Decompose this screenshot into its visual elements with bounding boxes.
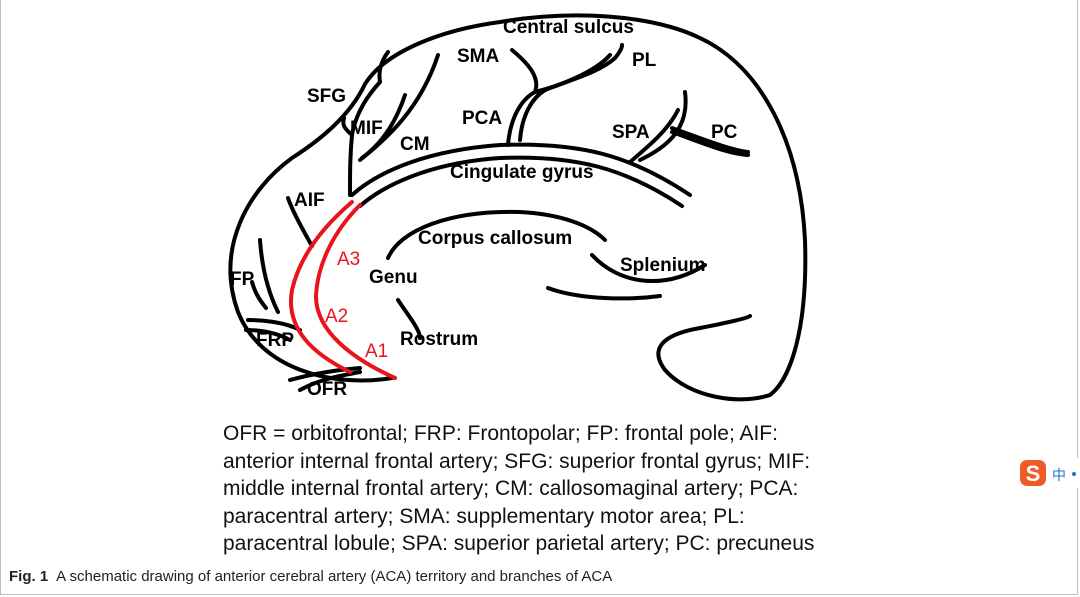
aif-branch (286, 196, 314, 248)
pca-branch (506, 90, 537, 147)
label-pca: PCA (462, 108, 502, 129)
caption-number: Fig. 1 (9, 568, 49, 585)
ime-logo-icon[interactable] (1020, 460, 1046, 486)
ime-toolbar[interactable]: S 中 (1018, 458, 1080, 488)
label-pl: PL (632, 50, 657, 71)
label-frp: FRP (256, 330, 294, 351)
label-spa: SPA (612, 122, 650, 143)
legend-line: middle internal frontal artery; CM: call… (223, 477, 799, 500)
legend-line: anterior internal frontal artery; SFG: s… (223, 449, 811, 473)
label-fp: FP (230, 269, 255, 290)
label-cm: CM (400, 134, 430, 155)
label-a1: A1 (365, 341, 388, 362)
genu-lower (396, 298, 422, 340)
splenium-tail (546, 286, 662, 301)
temporal-line (656, 314, 752, 372)
label-a2: A2 (325, 306, 348, 327)
label-splenium: Splenium (620, 255, 706, 276)
caption-text: A schematic drawing of anterior cerebral… (56, 568, 613, 585)
aca-red-inner (313, 203, 397, 380)
ime-logo-letter: S (1026, 461, 1041, 486)
label-ofr: OFR (307, 379, 347, 400)
corpus-callosum-upper (386, 209, 607, 260)
figure-legend: OFR = orbitofrontal; FRP: Frontopolar; F… (223, 420, 883, 558)
splenium-curve (590, 253, 707, 283)
label-corpus-callosum: Corpus callosum (418, 228, 572, 249)
aca-red-outer (288, 200, 354, 374)
cingulate-line-upper (350, 142, 692, 197)
label-sma: SMA (457, 46, 500, 67)
label-cingulate-gyrus: Cingulate gyrus (450, 162, 594, 183)
spa-branch (628, 108, 680, 164)
cingulate-line-lower (358, 155, 684, 208)
figure-caption: Fig. 1 A schematic drawing of anterior ce… (9, 568, 612, 585)
label-a3: A3 (337, 249, 360, 270)
label-central-sulcus: Central sulcus (503, 17, 634, 38)
legend-line: paracentral artery; SMA: supplementary m… (223, 504, 745, 528)
label-sfg: SFG (307, 86, 346, 107)
brain-outline (228, 13, 808, 402)
label-aif: AIF (294, 190, 325, 211)
label-genu: Genu (369, 267, 418, 288)
aca-schematic: Central sulcus SMA PL SFG PCA MIF CM SPA… (228, 13, 808, 402)
legend-line: OFR = orbitofrontal; FRP: Frontopolar; F… (223, 422, 778, 445)
label-pc: PC (711, 122, 738, 143)
legend-line: paracentral lobule; SPA: superior pariet… (223, 532, 815, 555)
ime-dot-icon (1072, 472, 1076, 476)
fp-branch (258, 238, 280, 314)
label-rostrum: Rostrum (400, 329, 478, 350)
ime-mode-label[interactable]: 中 (1052, 468, 1066, 484)
ofr-branch (288, 366, 362, 382)
label-mif: MIF (350, 118, 383, 139)
